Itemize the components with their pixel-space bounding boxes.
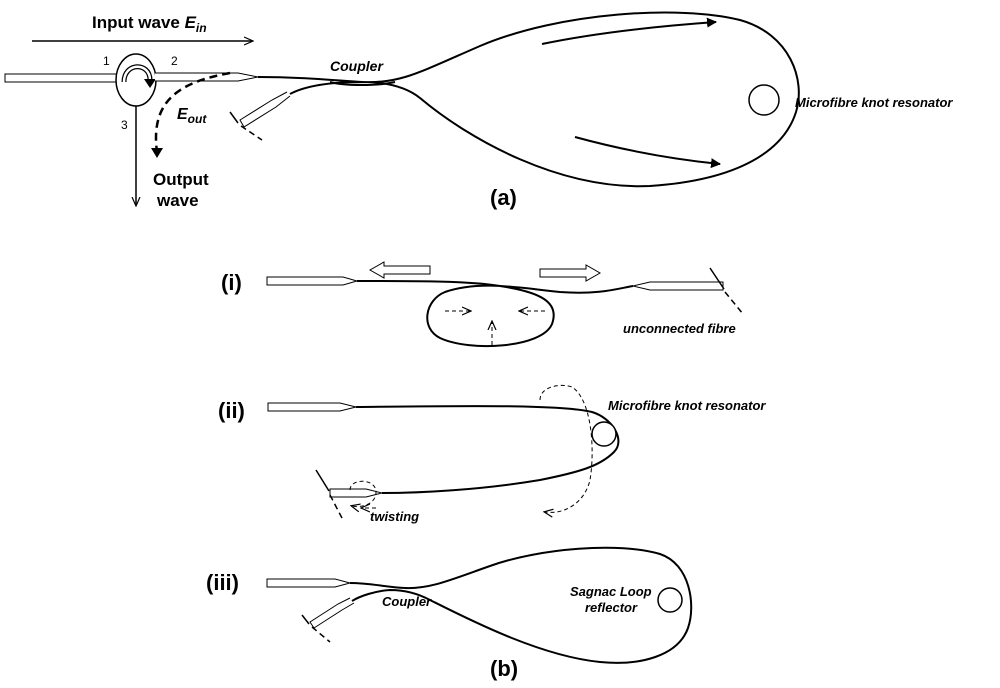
e-out-dashed-arrow	[154, 71, 231, 153]
panel-a-label: (a)	[490, 185, 517, 210]
b-ii-twisting-label: twisting	[370, 509, 419, 524]
panel-b-iii: (iii) Coupler Sagnac Loop reflector	[206, 546, 693, 664]
port-2-label: 2	[171, 54, 178, 68]
panel-b-i: (i) unconnected fibre	[221, 261, 744, 347]
b-iii-sagnac-loop	[349, 546, 693, 664]
port-3-label: 3	[121, 118, 128, 132]
output-wave-label-2: wave	[156, 191, 199, 210]
lower-pigtail	[239, 91, 291, 128]
b-iii-lower-pigtail	[309, 597, 355, 629]
port-2-pigtail	[155, 72, 259, 82]
b-iii-coupler-label: Coupler	[382, 594, 432, 609]
b-ii-fibre-loop	[355, 405, 620, 494]
b-iii-sagnac-label-2: reflector	[585, 600, 638, 615]
b-i-left-pigtail	[266, 276, 359, 286]
e-out-label: Eout	[177, 106, 207, 126]
knot-resonator-label: Microfibre knot resonator	[795, 95, 953, 110]
panel-b-ii: (ii) twisting Microfibre knot resonator	[218, 384, 766, 524]
lower-propagation-arrow	[574, 136, 721, 169]
panel-b-ii-label: (ii)	[218, 398, 245, 423]
coupler-label: Coupler	[330, 58, 384, 74]
b-ii-rotation-icon	[539, 384, 593, 512]
input-wave-label: Input wave Ein	[92, 13, 207, 35]
panel-b-iii-label: (iii)	[206, 570, 239, 595]
b-ii-upper-pigtail	[267, 402, 357, 412]
panel-b-label: (b)	[490, 656, 518, 681]
b-ii-lower-pigtail	[329, 488, 383, 498]
b-iii-sagnac-label-1: Sagnac Loop	[570, 584, 652, 599]
b-iii-upper-pigtail	[266, 578, 352, 588]
microfibre-loop	[257, 11, 800, 188]
b-iii-knot-circle	[657, 587, 683, 613]
upper-propagation-arrow	[541, 17, 717, 45]
b-i-left-hollow-arrow-icon	[368, 261, 431, 279]
panel-a: Input wave Ein 1 2 3 Output wave Eout	[4, 11, 953, 210]
b-i-fibre-loop	[356, 280, 634, 347]
b-i-right-hollow-arrow-icon	[539, 264, 602, 282]
b-i-unconnected-label: unconnected fibre	[623, 321, 736, 336]
b-i-right-pigtail	[632, 281, 724, 291]
coupler-region	[329, 81, 396, 86]
b-ii-knot-circle	[591, 421, 617, 447]
knot-resonator-circle	[748, 84, 780, 116]
output-wave-label-1: Output	[153, 170, 209, 189]
input-fibre-pigtail	[4, 73, 118, 83]
b-ii-knot-label: Microfibre knot resonator	[608, 398, 766, 413]
port-1-label: 1	[103, 54, 110, 68]
panel-b-i-label: (i)	[221, 270, 242, 295]
